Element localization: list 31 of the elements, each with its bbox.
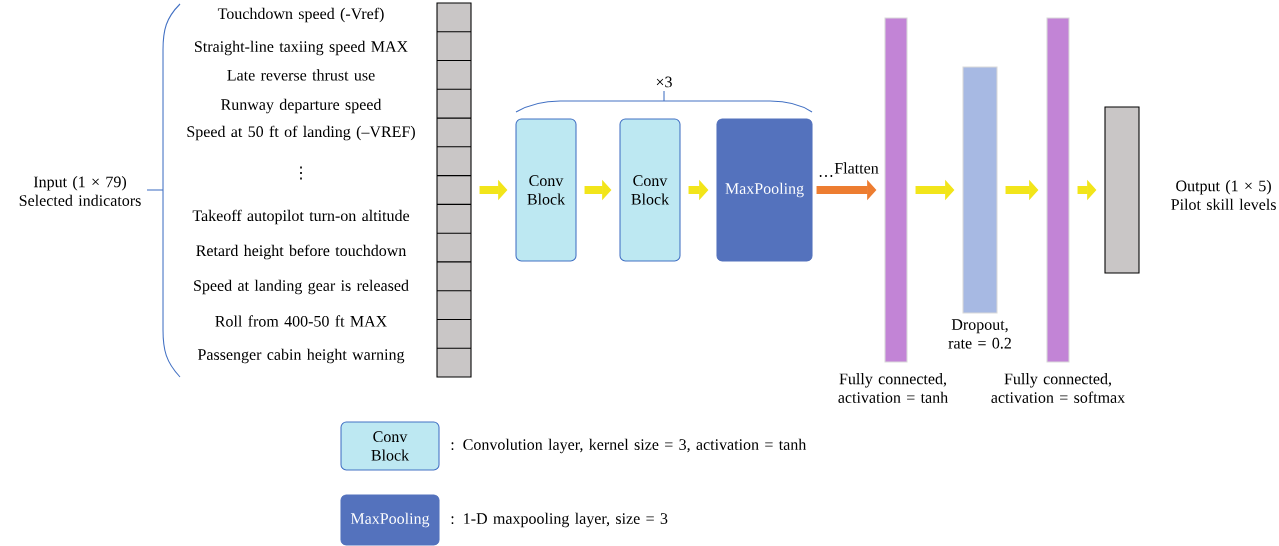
maxpooling-box: MaxPooling xyxy=(716,118,813,262)
layer-caption: : 1-D maxpooling layer, size = 3 xyxy=(451,512,668,528)
legend-conv-box: Conv Block xyxy=(340,421,440,471)
label-text: Roll from 400-50 ft MAX xyxy=(215,315,387,327)
label-text: Touchdown speed (-Vref) xyxy=(217,7,384,23)
layer-caption: Fully connected, activation = tanh xyxy=(838,373,948,403)
label-text: Retard height before touchdown xyxy=(196,244,407,260)
label-text: Late reverse thrust use xyxy=(227,69,375,81)
label-text: Speed at landing gear is released xyxy=(194,279,409,295)
layer-caption: : Convolution layer, kernel size = 3, activation = tanh xyxy=(451,438,807,454)
label-text: Input (1 × 79) Selected indicators xyxy=(19,176,141,206)
label-text: Takeoff autopilot turn-on altitude xyxy=(192,209,410,225)
input-cell-column xyxy=(436,2,472,378)
label-text: Speed at 50 ft of landing (–VREF) xyxy=(187,125,415,141)
label-text: … xyxy=(819,175,833,177)
edge-label: Flatten xyxy=(832,161,881,175)
layer-caption: Output (1 × 5) Pilot skill levels xyxy=(1171,180,1276,210)
dense-layer-bar xyxy=(884,17,908,363)
legend-maxpooling-box: MaxPooling xyxy=(340,494,440,546)
dense-layer-bar xyxy=(1046,17,1070,363)
label-text: Runway departure speed xyxy=(221,98,382,114)
layer-caption: Dropout, rate = 0.2 xyxy=(948,319,1011,349)
layer-caption: Fully connected, activation = softmax xyxy=(991,373,1125,403)
conv-block-box: Conv Block xyxy=(619,118,681,262)
label-text: Straight-line taxiing speed MAX xyxy=(195,40,408,56)
label-text: ×3 xyxy=(656,76,672,88)
label-text: Passenger cabin height warning xyxy=(197,348,405,364)
dropout-layer-bar xyxy=(962,66,998,314)
output-bar xyxy=(1104,106,1140,274)
conv-block-box: Conv Block xyxy=(515,118,577,262)
label-text: ⋮ xyxy=(300,166,302,180)
